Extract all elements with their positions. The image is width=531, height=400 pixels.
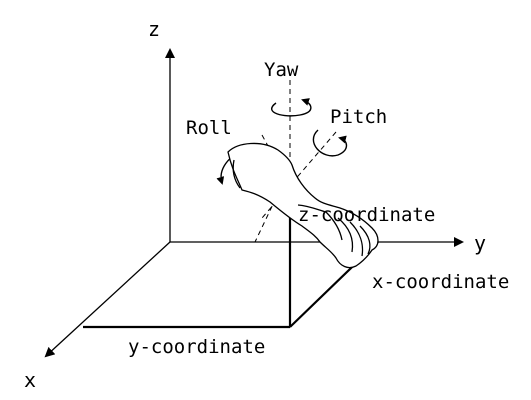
yaw-rotation-arrow (271, 98, 312, 117)
y-coordinate-label: y-coordinate (128, 336, 265, 358)
y-axis-label: y (474, 231, 486, 255)
x-coordinate-label: x-coordinate (372, 271, 509, 293)
roll-label: Roll (186, 117, 232, 139)
z-axis-label: z (148, 17, 160, 41)
x-axis (44, 241, 171, 358)
pitch-rotation-arrow (312, 129, 348, 157)
roll-axis-dashed-lower (254, 197, 277, 243)
hand-drawing (227, 142, 379, 269)
yaw-label: Yaw (264, 59, 299, 81)
pitch-label: Pitch (330, 106, 387, 128)
x-axis-label: x (24, 368, 36, 392)
z-coordinate-label: z-coordinate (298, 204, 435, 226)
